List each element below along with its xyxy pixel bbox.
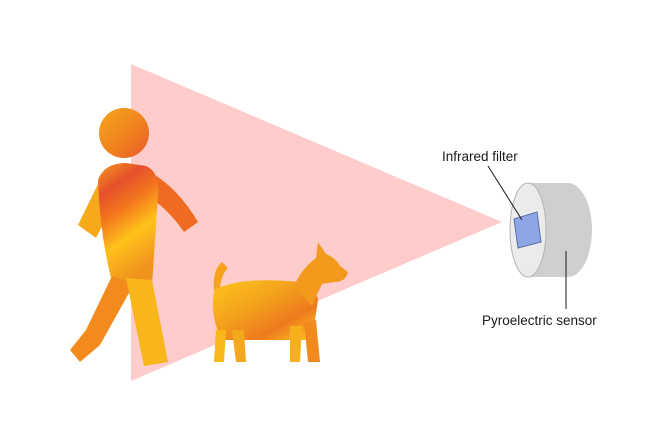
dog-leg-back-2	[232, 330, 246, 362]
person-thermal-icon	[70, 108, 198, 366]
dog-body	[213, 280, 318, 340]
infrared-filter-window	[513, 211, 542, 249]
infrared-filter-label: Infrared filter	[442, 149, 518, 164]
person-front-leg	[126, 278, 168, 366]
pyroelectric-sensor-label: Pyroelectric sensor	[482, 313, 597, 328]
dog-leg-back-1	[214, 330, 226, 362]
dog-tail	[213, 262, 228, 292]
dog-leg-front-2	[304, 320, 320, 362]
infrared-filter-leader	[487, 165, 523, 221]
person-torso	[98, 163, 159, 285]
person-head	[99, 108, 149, 158]
pyroelectric-sensor-icon	[509, 182, 592, 278]
dog-head	[294, 242, 348, 306]
dog-thermal-icon	[213, 242, 348, 362]
person-back-leg	[70, 276, 134, 362]
dog-leg-front-1	[290, 326, 302, 362]
